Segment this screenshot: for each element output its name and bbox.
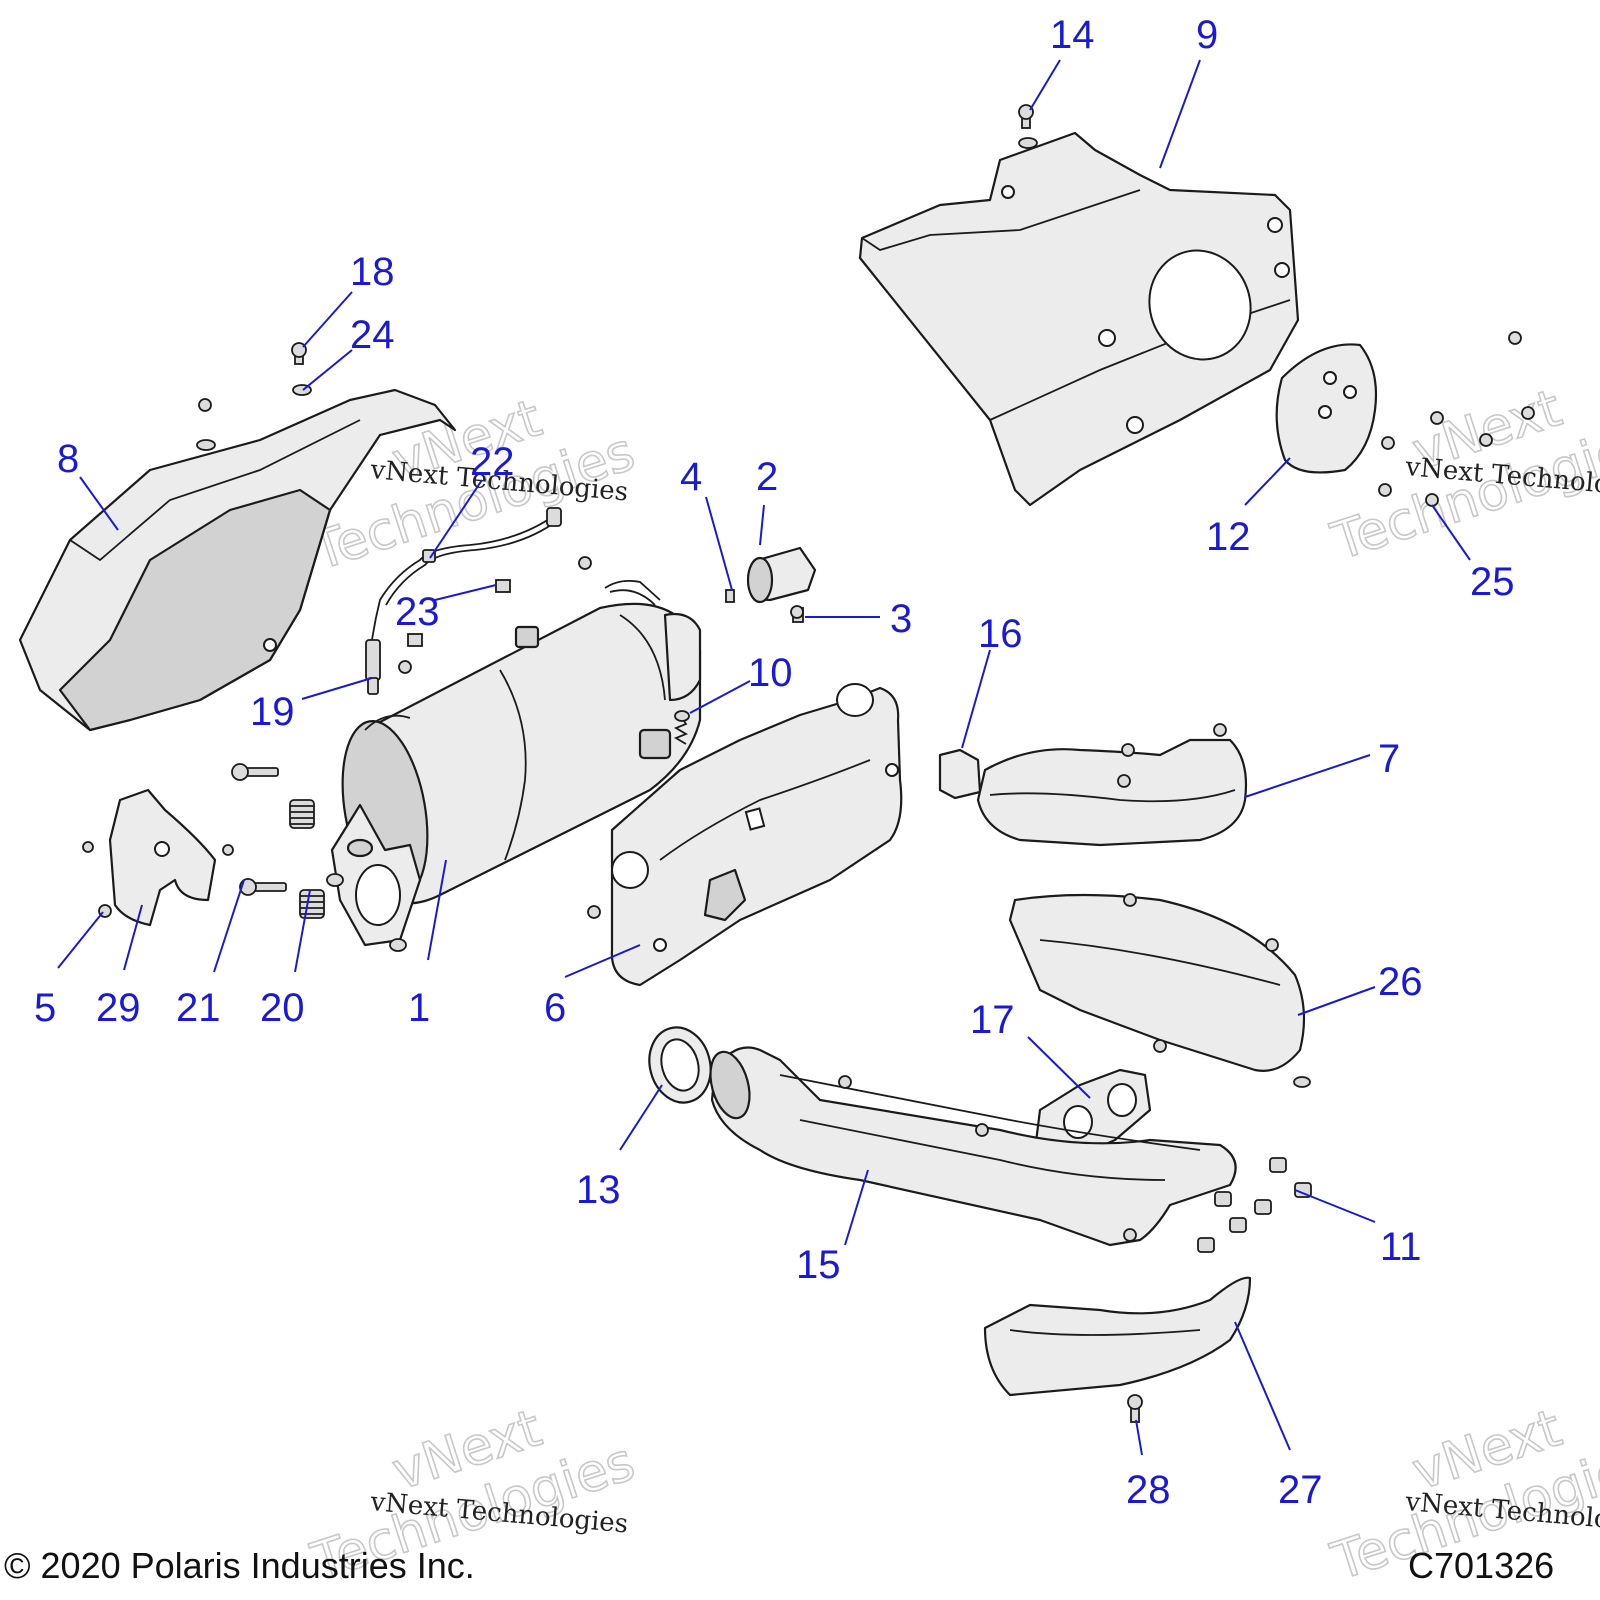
bolts-25 (1378, 331, 1535, 507)
callout-3: 3 (890, 597, 912, 641)
round-heat-shield (1275, 343, 1378, 474)
bolt-14 (1018, 104, 1038, 149)
callout-4: 4 (680, 455, 702, 499)
muffler-canister (326, 579, 702, 952)
callout-9: 9 (1196, 13, 1218, 57)
callout-7: 7 (1378, 737, 1400, 781)
heat-shield-pipe-upper (976, 723, 1248, 847)
bolt-shield-8 (196, 398, 216, 451)
callout-labels: 1 2 3 4 5 6 7 8 9 10 11 12 13 14 15 16 1… (34, 13, 1515, 1512)
bracket-shield-29 (82, 788, 234, 927)
callout-14: 14 (1050, 13, 1095, 57)
callout-11: 11 (1380, 1225, 1422, 1269)
exhaust-header-pipe (709, 1046, 1237, 1247)
heat-shield-left (18, 388, 457, 732)
copyright-notice: © 2020 Polaris Industries Inc. (4, 1545, 475, 1586)
heat-shield-upper (858, 131, 1300, 507)
callout-13: 13 (576, 1168, 621, 1212)
callout-1: 1 (408, 986, 430, 1030)
callout-21: 21 (176, 986, 221, 1030)
callout-23: 23 (395, 590, 440, 634)
callout-5: 5 (34, 986, 56, 1030)
pin-4 (725, 589, 735, 603)
callout-20: 20 (260, 986, 305, 1030)
callout-6: 6 (544, 986, 566, 1030)
callout-8: 8 (57, 437, 79, 481)
spring-10 (673, 710, 690, 745)
bolts-misc-center (398, 556, 592, 674)
seal-ring-13 (648, 1026, 712, 1104)
exhaust-tip (746, 546, 817, 604)
callout-27: 27 (1278, 1468, 1323, 1512)
callout-29: 29 (96, 986, 141, 1030)
callout-18: 18 (350, 250, 395, 294)
callout-16: 16 (978, 612, 1023, 656)
callout-22: 22 (470, 440, 515, 484)
heat-shield-lower (983, 1276, 1252, 1397)
callout-12: 12 (1206, 515, 1251, 559)
oxygen-sensor (365, 507, 562, 695)
callout-17: 17 (970, 998, 1015, 1042)
bolt-28 (1127, 1394, 1143, 1423)
rubber-block-16 (938, 748, 982, 800)
heat-shield-long (1008, 893, 1311, 1088)
callout-25: 25 (1470, 560, 1515, 604)
drawing-number: C701326 (1408, 1545, 1554, 1586)
bolts-21 (231, 763, 287, 896)
bolt-3 (790, 605, 804, 623)
callout-26: 26 (1378, 960, 1423, 1004)
bolts-11 (1197, 1157, 1312, 1253)
callout-19: 19 (250, 690, 295, 734)
callout-28: 28 (1126, 1468, 1171, 1512)
callout-24: 24 (350, 313, 395, 357)
springs-20 (289, 799, 325, 919)
callout-15: 15 (796, 1243, 841, 1287)
callout-2: 2 (756, 455, 778, 499)
heat-shield-center (587, 683, 903, 987)
callout-10: 10 (748, 651, 793, 695)
leader-lines (57, 59, 1471, 1456)
